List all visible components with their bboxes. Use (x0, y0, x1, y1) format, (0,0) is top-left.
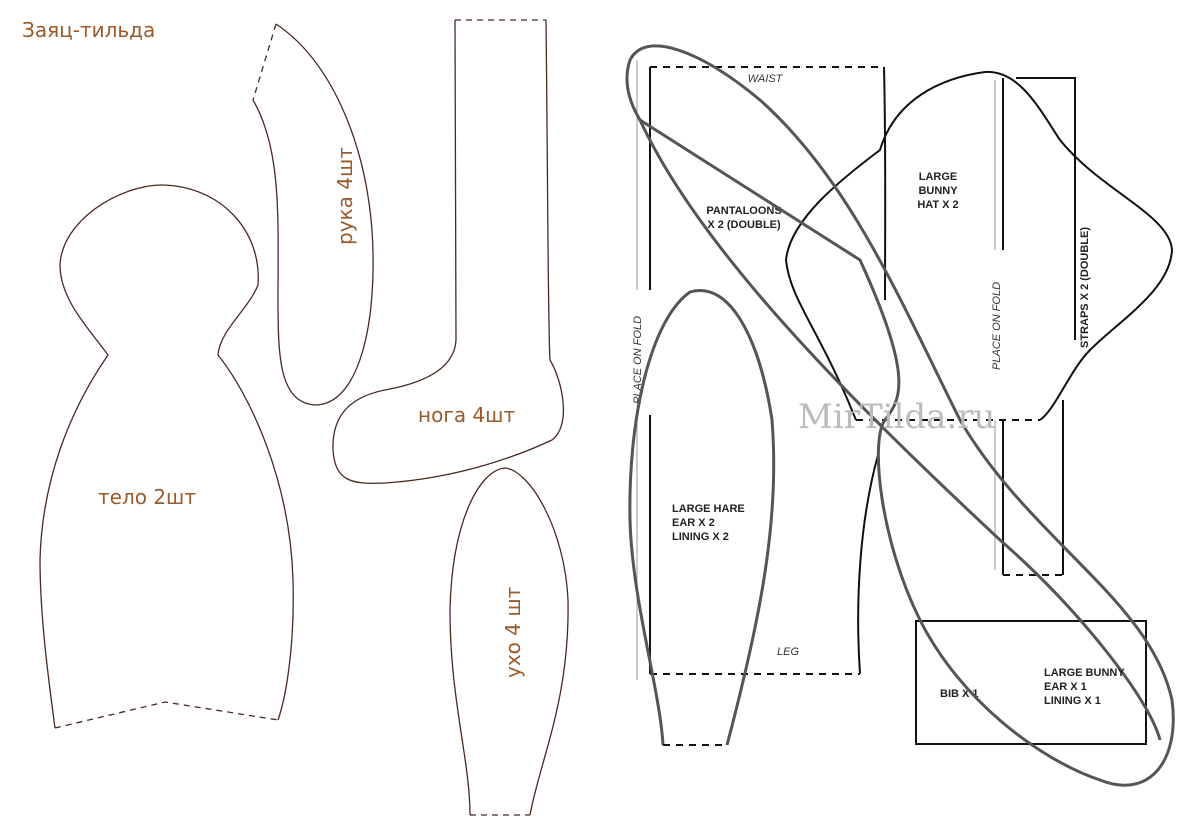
arm-seam-top (252, 23, 277, 101)
leg-label: нога 4шт (418, 403, 515, 427)
arm-outline (252, 23, 374, 406)
pantaloons-label-line1: PANTALOONS (706, 205, 781, 217)
hat-label-line2: BUNNY (918, 185, 958, 197)
arm-label: рука 4шт (333, 147, 357, 245)
straps-outline (1002, 77, 1076, 575)
left-pattern: Заяц-тильда тело 2шт рука 4шт нога 4шт у… (22, 18, 569, 816)
pantaloons-waist-label: WAIST (748, 73, 784, 85)
bunny-ear-inner-line (638, 119, 1162, 741)
bib-outline (915, 620, 1147, 745)
body-piece: тело 2шт (39, 184, 294, 729)
body-seam-bottom (54, 701, 279, 729)
hare-ear-label-line1: LARGE HARE (672, 503, 745, 515)
hare-ear-outline (628, 289, 776, 746)
bunny-ear-outline (625, 44, 1175, 787)
pantaloons-label-line2: X 2 (DOUBLE) (707, 219, 781, 231)
pantaloons-right-edge (857, 66, 887, 675)
bunny-ear-label-line2: EAR X 1 (1044, 681, 1087, 693)
hat-label-line1: LARGE (919, 171, 958, 183)
leg-piece: нога 4шт (332, 19, 565, 485)
right-pattern: WAIST LEG PLACE ON FOLD PANTALOONS X 2 (… (625, 44, 1175, 787)
body-outline (39, 184, 294, 729)
hat-piece: LARGE BUNNY HAT X 2 (784, 70, 1174, 421)
pantaloons-fold-label: PLACE ON FOLD (632, 316, 644, 404)
watermark: MirTilda.ru (798, 397, 995, 437)
bib-piece: BIB X 1 (915, 620, 1147, 745)
bunny-ear-piece: LARGE BUNNY EAR X 1 LINING X 1 (625, 44, 1175, 787)
bunny-ear-label-line1: LARGE BUNNY (1044, 667, 1125, 679)
left-pattern-title: Заяц-тильда (22, 18, 155, 42)
arm-piece: рука 4шт (252, 23, 374, 406)
pantaloons-piece: WAIST LEG PLACE ON FOLD PANTALOONS X 2 (… (632, 60, 887, 680)
pantaloons-leg-label: LEG (777, 646, 799, 658)
straps-piece: PLACE ON FOLD STRAPS X 2 (DOUBLE) (991, 77, 1091, 576)
straps-label: STRAPS X 2 (DOUBLE) (1079, 227, 1091, 348)
hare-ear-label-line2: EAR X 2 (672, 517, 715, 529)
ear-outline (449, 467, 569, 816)
hare-ear-piece: LARGE HARE EAR X 2 LINING X 2 (628, 289, 776, 746)
leg-outline (332, 19, 565, 485)
body-label: тело 2шт (98, 485, 196, 509)
bunny-ear-label-line3: LINING X 1 (1044, 695, 1101, 707)
hat-outline (784, 70, 1174, 421)
ear-label: ухо 4 шт (501, 586, 525, 678)
hare-ear-label-line3: LINING X 2 (672, 531, 729, 543)
hat-label-line3: HAT X 2 (917, 199, 958, 211)
straps-fold-label: PLACE ON FOLD (991, 282, 1003, 370)
ear-piece: ухо 4 шт (449, 467, 569, 816)
